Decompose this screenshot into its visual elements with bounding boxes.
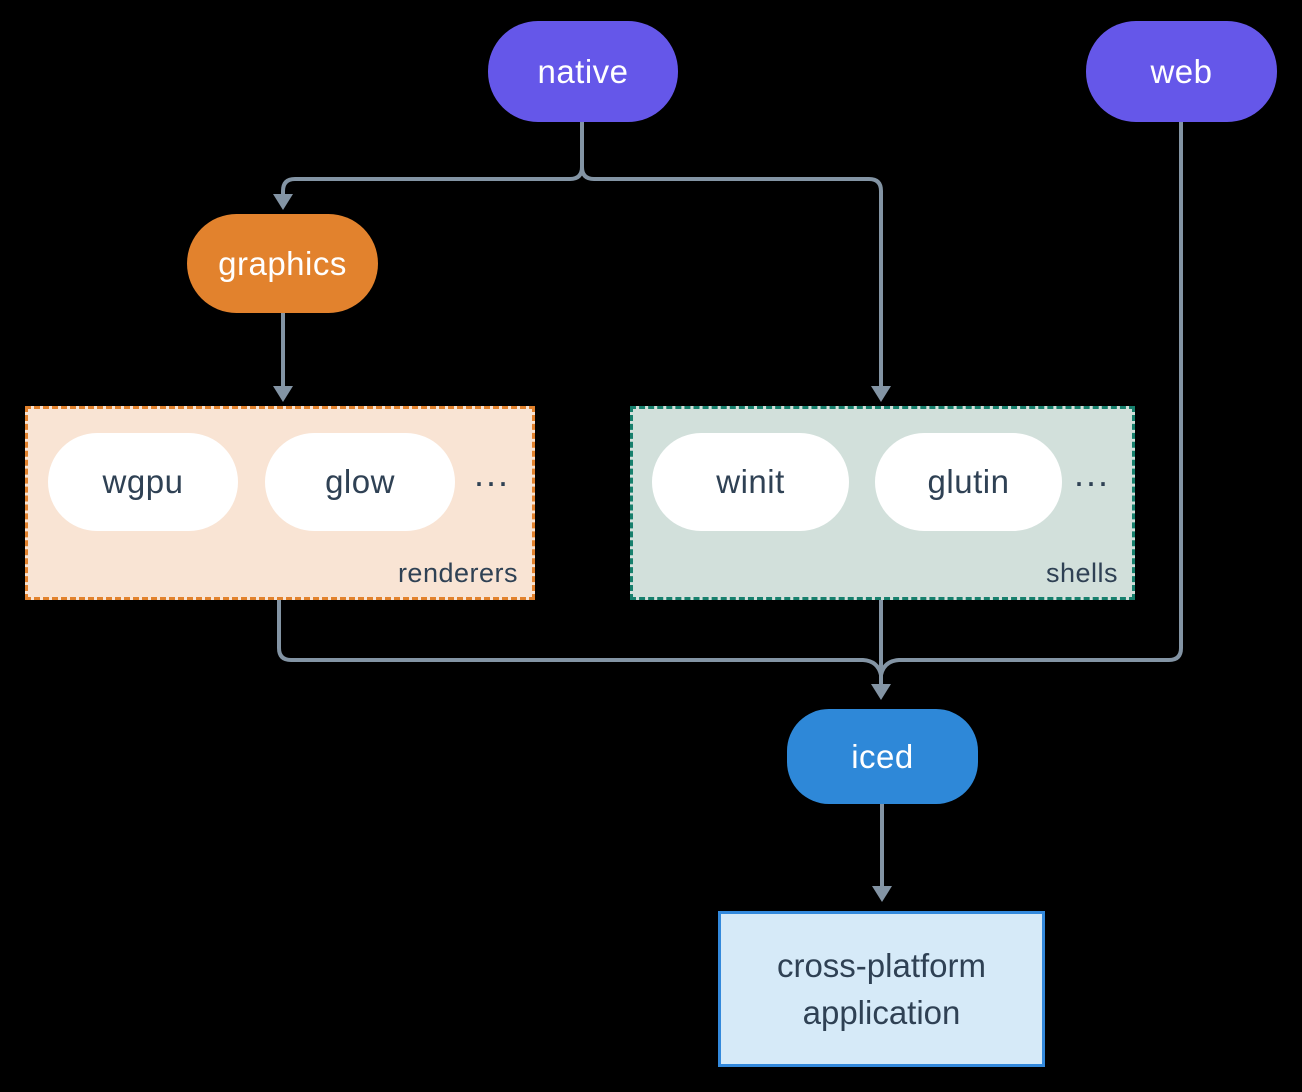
node-winit: winit: [652, 433, 849, 531]
node-wgpu: wgpu: [48, 433, 238, 531]
node-wgpu-label: wgpu: [102, 463, 184, 500]
node-glutin: glutin: [875, 433, 1062, 531]
renderers-ellipsis: ...: [473, 453, 510, 494]
edge-native-shells: [580, 122, 883, 388]
node-graphics-label: graphics: [218, 244, 347, 282]
edge-native-graphics: [281, 122, 584, 196]
arrowhead-renderers: [273, 386, 293, 402]
shells-ellipsis: ...: [1073, 453, 1110, 494]
node-web-label: web: [1150, 52, 1213, 90]
node-iced-label: iced: [851, 737, 914, 775]
shells-group-label: shells: [1045, 558, 1118, 588]
node-native: native: [488, 21, 678, 122]
renderers-group-label: renderers: [397, 558, 518, 588]
node-glutin-label: glutin: [927, 463, 1010, 500]
arrowhead-graphics: [273, 194, 293, 210]
node-glow: glow: [265, 433, 455, 531]
node-glow-label: glow: [325, 463, 395, 500]
arrowhead-shells: [871, 386, 891, 402]
node-app-label: cross-platform application: [776, 947, 987, 1031]
node-graphics: graphics: [187, 214, 378, 313]
arrowhead-app: [872, 886, 892, 902]
group-shells: winit glutin ... shells: [630, 406, 1135, 600]
edge-web-iced: [879, 122, 1183, 676]
edge-renderers-iced: [277, 600, 883, 676]
node-winit-label: winit: [716, 463, 785, 500]
node-cross-platform-application: cross-platform application: [718, 911, 1045, 1067]
arrowhead-iced: [871, 684, 891, 700]
group-renderers: wgpu glow ... renderers: [25, 406, 535, 600]
node-web: web: [1086, 21, 1277, 122]
node-iced: iced: [787, 709, 978, 804]
node-native-label: native: [537, 52, 629, 90]
